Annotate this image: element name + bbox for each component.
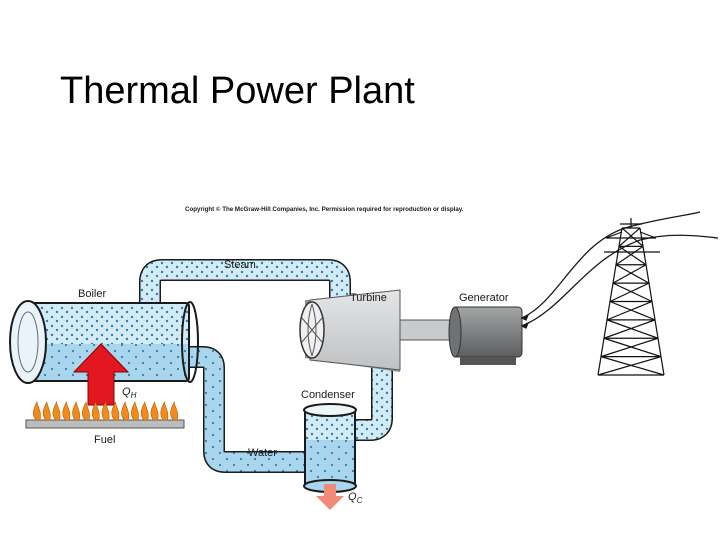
transmission-wires	[520, 211, 719, 329]
label-water: Water	[248, 447, 277, 459]
label-steam: Steam	[224, 259, 256, 271]
label-generator: Generator	[459, 292, 509, 304]
generator	[448, 306, 523, 365]
flame	[82, 401, 90, 421]
flame	[160, 401, 169, 421]
flame	[121, 401, 130, 421]
steam-pipe	[139, 259, 351, 305]
flame	[42, 401, 51, 421]
flame	[140, 401, 149, 421]
label-fuel: Fuel	[94, 434, 115, 446]
label-turbine: Turbine	[350, 292, 387, 304]
flame	[91, 401, 100, 421]
boiler	[9, 300, 199, 384]
transmission-tower-icon	[597, 218, 665, 376]
exhaust-pipe	[356, 355, 393, 441]
label-qh-main: Q	[122, 386, 131, 398]
water-return-pipe	[180, 346, 305, 473]
turbine	[299, 289, 459, 372]
label-qc-main: Q	[348, 491, 357, 503]
label-condenser: Condenser	[301, 389, 355, 401]
flame	[101, 401, 110, 421]
flame	[170, 401, 179, 421]
flame	[111, 401, 120, 421]
condenser	[303, 403, 357, 493]
flame-icon	[33, 401, 179, 421]
flame	[131, 401, 139, 421]
flame	[72, 401, 81, 421]
heat-input-arrow	[72, 343, 130, 406]
flame	[62, 401, 71, 421]
label-qc: QC	[348, 491, 363, 505]
flame	[150, 401, 159, 421]
flame	[33, 401, 41, 421]
fuel-burner	[25, 401, 185, 429]
label-boiler: Boiler	[78, 288, 106, 300]
copyright-notice: Copyright © The McGraw-Hill Companies, I…	[185, 206, 464, 213]
heat-output-arrow	[316, 484, 344, 510]
label-qh-sub: H	[131, 391, 137, 400]
label-qh: QH	[122, 386, 137, 400]
slide-title: Thermal Power Plant	[60, 70, 415, 112]
flame	[52, 401, 61, 421]
label-qc-sub: C	[357, 496, 363, 505]
